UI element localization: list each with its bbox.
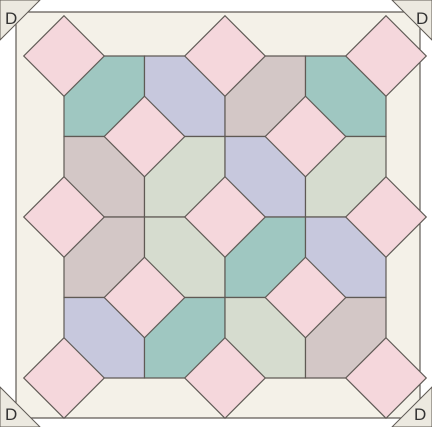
corner-label-top-right: D xyxy=(416,9,428,28)
pink-squares xyxy=(24,16,427,419)
corner-label-top-left: D xyxy=(5,9,17,28)
corner-label-bottom-left: D xyxy=(5,405,17,424)
corner-label-bottom-right: D xyxy=(414,405,426,424)
